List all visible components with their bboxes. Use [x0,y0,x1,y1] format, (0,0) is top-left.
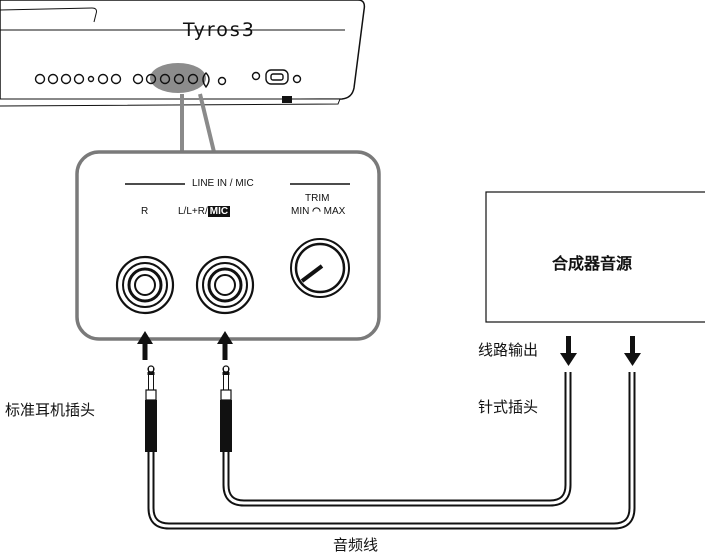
arrows-into-jacks [137,331,233,360]
synth-label: 合成器音源 [552,254,633,273]
trim-max-label: MAX [323,206,346,217]
synth-box [485,191,705,323]
line-out-label: 线路输出 [478,341,539,359]
jack-r [115,255,175,315]
phone-plug-left [145,365,157,452]
jack-highlight [150,63,206,93]
panel-section-title: LINE IN / MIC [192,178,254,189]
callout-leader [180,93,216,153]
rear-panel-jacks [34,69,302,89]
trim-range-label: MIN ◠ MAX [291,207,345,217]
pin-plug-label: 针式插头 [478,398,539,416]
mic-badge: MIC [207,206,231,217]
jack-l-label: L/L+R/MIC [178,206,231,217]
jack-l-label-text: L/L+R/ [178,206,208,217]
keyboard-body [0,0,366,107]
audio-cable-label: 音频线 [333,536,379,554]
arrows-from-synth [560,336,641,366]
audio-cables [147,372,636,530]
trim-knob [290,238,350,298]
trim-min-label: MIN [291,206,310,217]
jack-l-mic [195,255,255,315]
trim-title: TRIM [305,193,330,204]
jack-r-label: R [141,206,149,217]
keyboard-logo: Tyros3 [183,19,256,41]
trim-arc-icon: ◠ [312,206,321,217]
phone-plug-right [220,365,232,452]
standard-plug-label: 标准耳机插头 [5,401,96,419]
